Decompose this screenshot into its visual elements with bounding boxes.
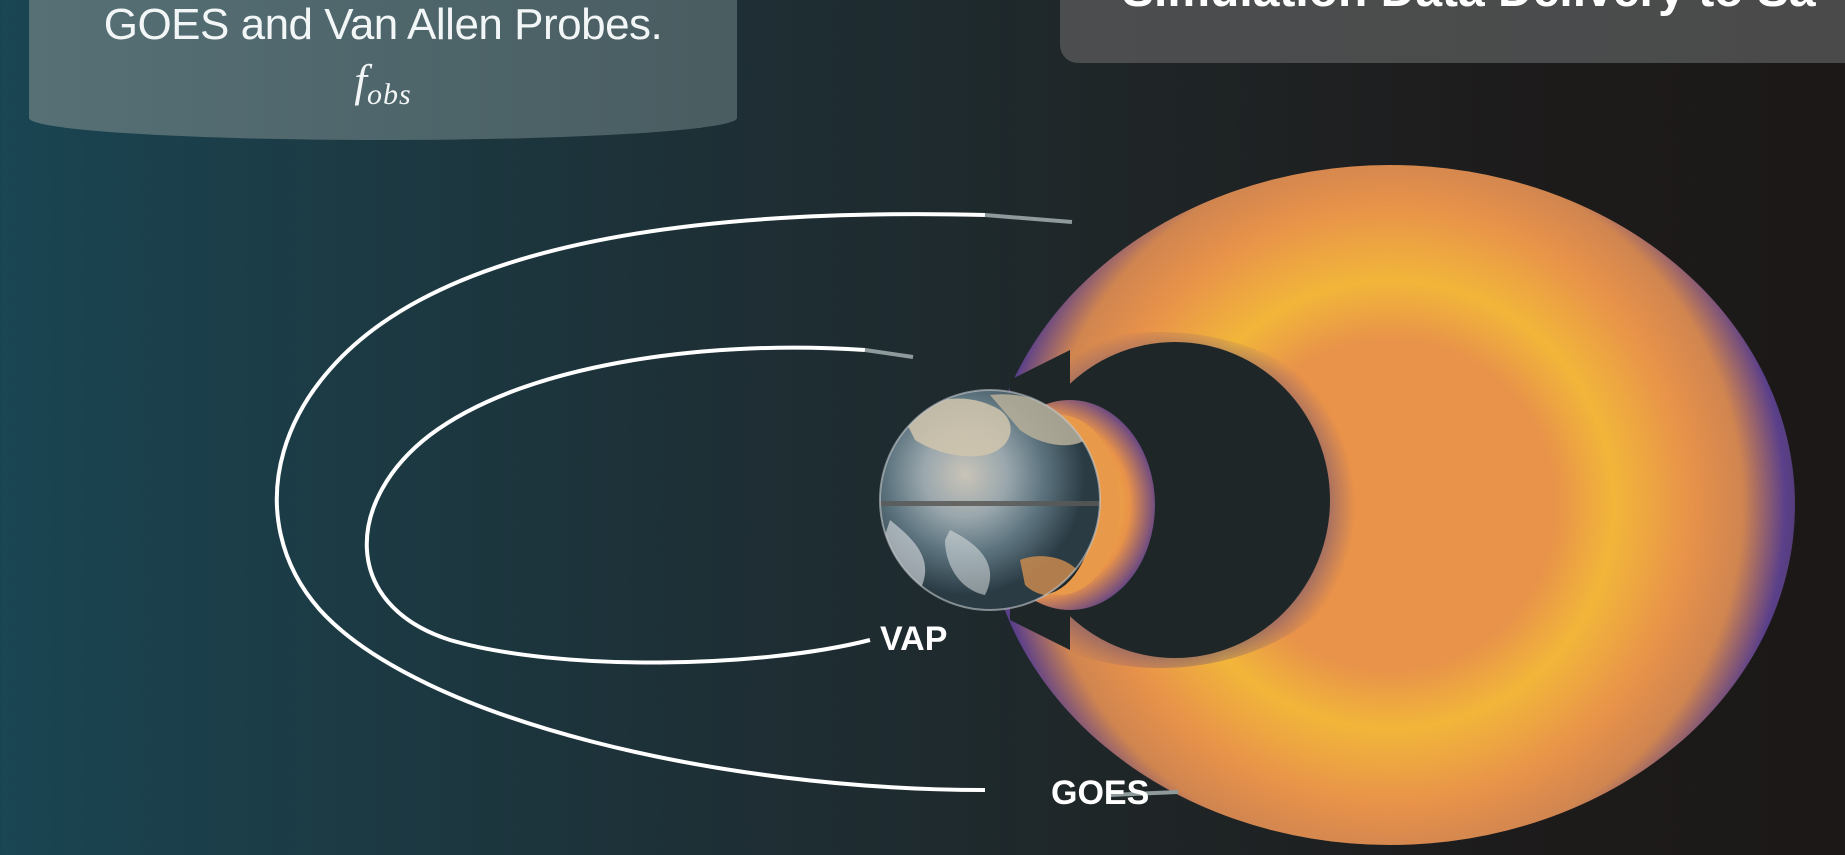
formula: fobs [29, 54, 737, 112]
formula-main: f [354, 55, 368, 106]
goes-label: GOES [1051, 774, 1149, 812]
vap-orbit-tail [864, 348, 914, 359]
goes-orbit-tail-lower [1109, 790, 1179, 797]
goes-orbit [275, 212, 986, 792]
earth-globe-icon [879, 389, 1101, 611]
vap-label: VAP [880, 620, 947, 658]
caption-text: GOES and Van Allen Probes. [103, 0, 663, 49]
vap-orbit [364, 345, 871, 665]
caption-panel: GOES and Van Allen Probes. fobs [29, 0, 737, 140]
formula-subscript: obs [367, 78, 412, 111]
banner-title: Simulation Data Delivery to Sa [1122, 0, 1816, 18]
goes-orbit-tail [984, 213, 1073, 224]
title-banner: Simulation Data Delivery to Sa [1060, 0, 1845, 63]
